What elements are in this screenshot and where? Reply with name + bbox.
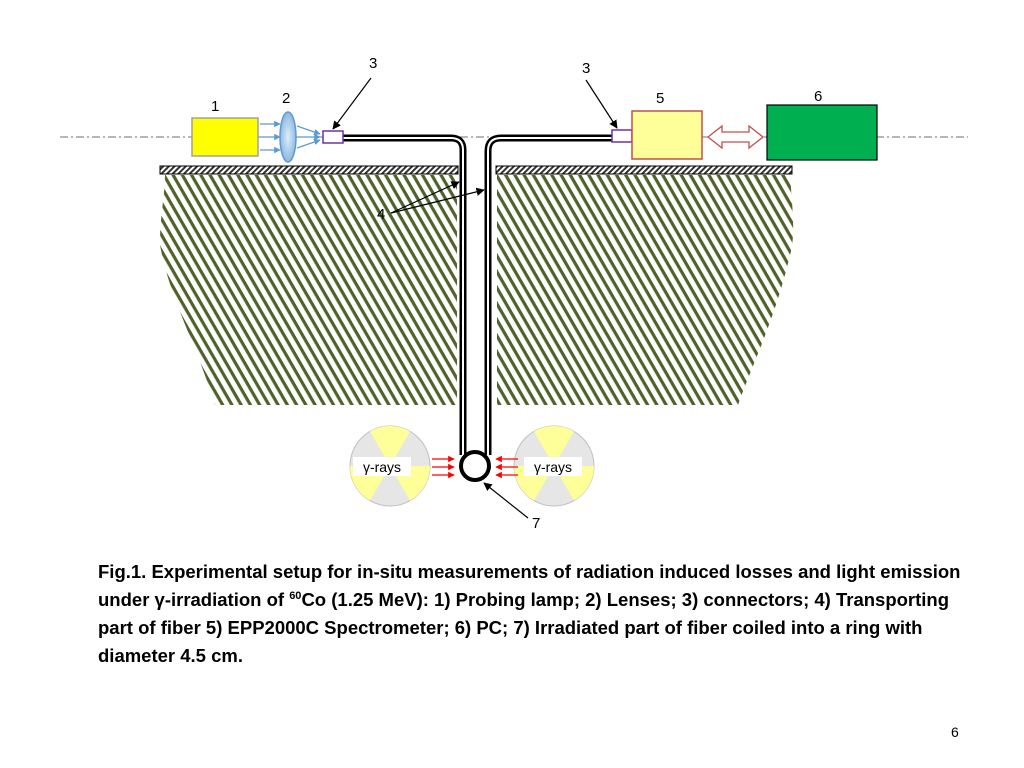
leader-connector-left — [332, 77, 372, 130]
leader-fiber-1 — [390, 181, 460, 214]
probing-lamp — [191, 117, 259, 157]
leader-coil — [483, 482, 529, 519]
fiber-coil — [459, 450, 491, 482]
spectrometer — [631, 110, 703, 160]
gamma-label-right: γ-rays — [534, 459, 572, 475]
plate-left — [159, 165, 459, 175]
label-connector-left: 3 — [369, 55, 377, 72]
shield-block-right — [497, 175, 794, 405]
label-connector-right: 3 — [582, 60, 590, 77]
pc — [766, 104, 878, 161]
caption-part-1: Fig.1. Experimental setup for in-situ me… — [98, 561, 961, 610]
caption-part-2: Co (1.25 MeV): 1) Probing lamp; 2) Lense… — [98, 589, 950, 666]
label-lamp: 1 — [211, 98, 219, 115]
data-link-double-arrow — [706, 124, 765, 150]
fiber-right-core — [487, 137, 612, 455]
plate-right — [495, 165, 793, 175]
lens — [279, 111, 297, 163]
gamma-source-right: γ-rays — [513, 425, 595, 507]
label-coil: 7 — [532, 515, 540, 532]
connector-left — [322, 130, 344, 144]
leader-connector-right — [585, 79, 618, 129]
setup-diagram: γ-rays γ-rays 1 2 3 3 5 6 4 7 — [60, 55, 968, 532]
label-lens: 2 — [282, 90, 290, 107]
gamma-label-left: γ-rays — [363, 459, 401, 475]
label-pc: 6 — [814, 88, 822, 105]
connector-right — [611, 129, 633, 143]
caption-isotope-mass: 60 — [289, 589, 302, 602]
ray-focus-1 — [296, 125, 321, 136]
label-transport-fiber: 4 — [377, 206, 385, 223]
leader-fiber-2 — [390, 187, 485, 214]
gamma-source-left: γ-rays — [349, 425, 431, 507]
ray-focus-3 — [296, 138, 321, 149]
fiber-left-core — [343, 137, 464, 455]
shield-block-left — [160, 175, 457, 405]
label-spectrometer: 5 — [656, 90, 664, 107]
figure-caption: Fig.1. Experimental setup for in-situ me… — [98, 558, 978, 670]
page-number: 6 — [951, 724, 959, 740]
